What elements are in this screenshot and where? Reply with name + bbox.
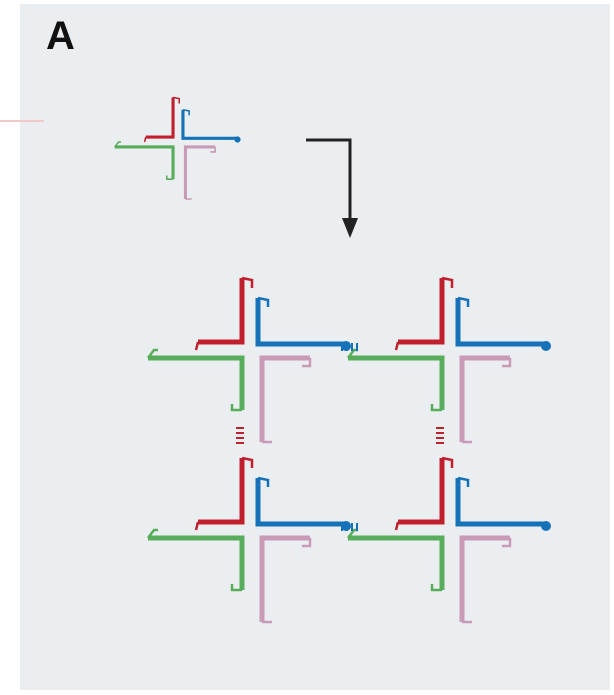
red-strand [198,278,242,342]
junction-3 [148,458,351,622]
bent-arrow-icon [306,140,350,222]
red-end [145,137,146,142]
junction-0 [115,97,241,199]
red-end [196,342,198,350]
red-end [196,522,198,530]
red-end [396,522,398,530]
blue-strand [458,478,546,524]
red-strand [398,458,442,522]
green-strand [348,358,442,410]
red-strand [198,458,242,522]
blue-end [541,341,551,351]
pink-strand [262,358,310,442]
green-strand [148,538,242,590]
pink-strand [262,538,310,622]
blue-strand [258,298,346,344]
arrow-head [342,218,358,238]
red-strand [398,278,442,342]
monomer-junction [115,97,241,199]
blue-strand [258,478,346,524]
blue-end [234,136,240,142]
junction-4 [348,458,551,622]
red-end [396,342,398,350]
blue-strand [183,110,238,139]
pink-strand [462,358,510,442]
sticky-end-right [436,428,444,443]
green-strand [148,358,242,410]
green-strand [348,538,442,590]
junction-lattice [148,278,551,622]
sticky-end-left [236,428,244,443]
junction-2 [348,278,551,442]
pink-strand [462,538,510,622]
pink-strand [185,147,215,199]
blue-strand [458,298,546,344]
blue-end [541,521,551,531]
red-strand [146,97,173,137]
green-strand [115,147,173,179]
junction-1 [148,278,351,442]
